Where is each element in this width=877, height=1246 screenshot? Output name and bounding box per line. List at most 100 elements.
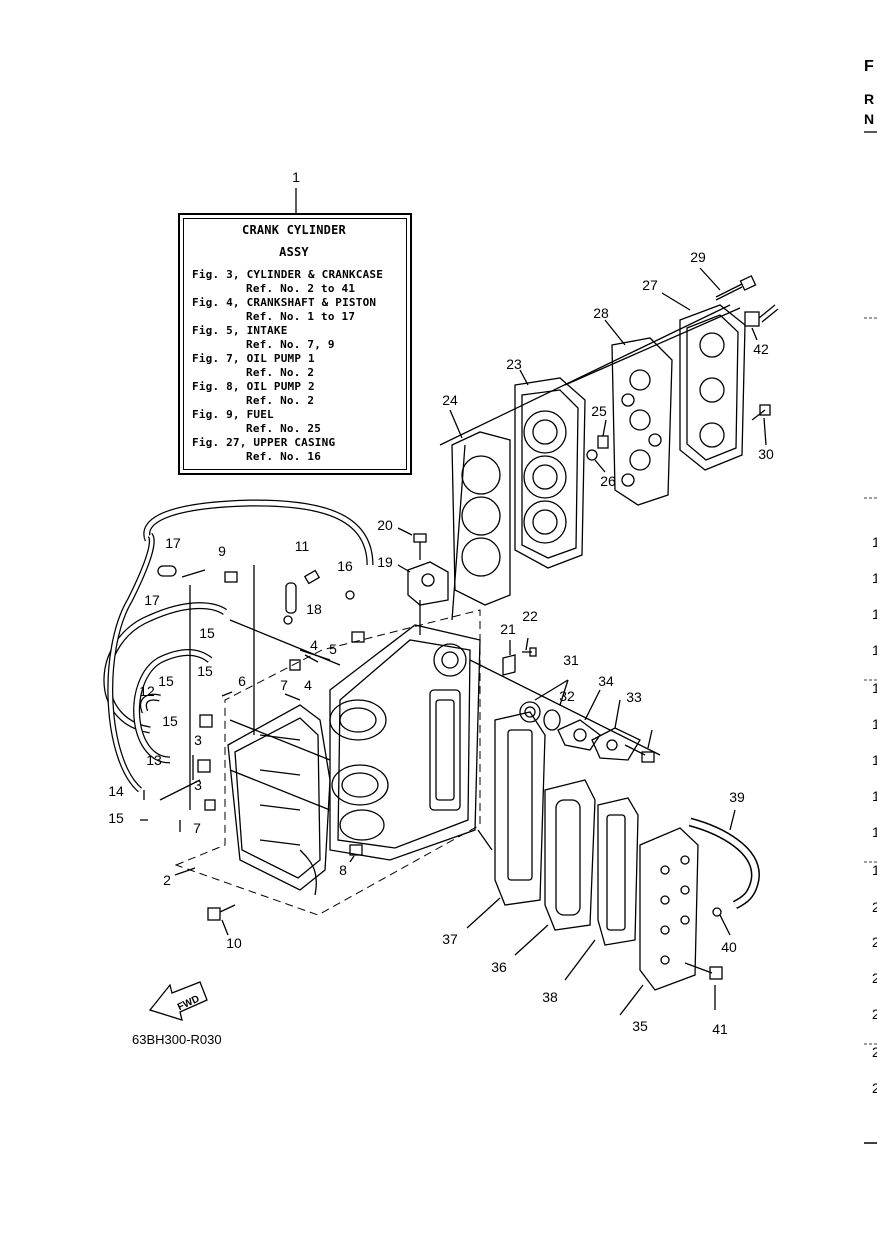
bolt-29: [751, 404, 771, 421]
bolt-41: [684, 962, 723, 980]
callout-number: 33: [626, 689, 642, 705]
thermostat-30: [519, 701, 541, 723]
edge-digit: 1: [872, 862, 877, 878]
gasket-38: [597, 797, 639, 946]
fitting-5: [351, 631, 365, 643]
clip-15: [345, 590, 355, 600]
pin-6: [221, 691, 233, 697]
callout-number: 29: [690, 249, 706, 265]
callout-number: 8: [339, 862, 347, 878]
callout-number: 5: [329, 641, 337, 657]
edge-digit: 2: [872, 1080, 877, 1096]
callout-number: 27: [642, 277, 658, 293]
edge-digit: 2: [872, 1006, 877, 1022]
assembly-info-box: CRANK CYLINDER ASSY Fig. 3, CYLINDER & C…: [178, 213, 412, 475]
callout-number: 3: [194, 777, 202, 793]
assembly-info-box-inner: [183, 218, 407, 470]
callout-number: 16: [337, 558, 353, 574]
callout-number: 9: [218, 543, 226, 559]
callout-number: 17: [144, 592, 160, 608]
callout-number: 21: [500, 621, 516, 637]
fwd-arrow: [148, 981, 208, 1021]
pin-4b: [284, 693, 301, 701]
plate-36: [544, 779, 596, 931]
edge-digit: 1: [872, 606, 877, 622]
edge-letter: F: [864, 58, 874, 75]
callout-number: 18: [306, 601, 322, 617]
edge-letter: N: [864, 111, 875, 127]
info-entry-ref: Ref. No. 25: [246, 422, 322, 435]
washer-25: [586, 449, 598, 461]
fitting-3a: [199, 714, 213, 728]
callout-number: 15: [197, 663, 213, 679]
info-entry-ref: Ref. No. 7, 9: [246, 338, 335, 351]
callout-number: 17: [165, 535, 181, 551]
info-entry-fig: Fig. 7, OIL PUMP 1: [192, 352, 315, 365]
callout-number: 19: [377, 554, 393, 570]
callout-number: 32: [559, 688, 575, 704]
callout-number: 36: [491, 959, 507, 975]
edge-digit: 1: [872, 570, 877, 586]
edge-letter: R: [864, 91, 875, 107]
fitting-7a: [289, 659, 301, 671]
callout-number: 30: [758, 446, 774, 462]
callout-number: 20: [377, 517, 393, 533]
edge-digit: 1: [872, 680, 877, 696]
callout-number: 14: [108, 783, 124, 799]
callout-number: 15: [158, 673, 174, 689]
cylinder-head: [514, 377, 586, 569]
callout-number: 38: [542, 989, 558, 1005]
callout-number: 25: [591, 403, 607, 419]
fitting-8: [349, 844, 363, 856]
fitting-9: [224, 571, 238, 583]
callout-number: 7: [193, 820, 201, 836]
info-subtitle: ASSY: [279, 245, 309, 259]
callout-number: 7: [280, 677, 288, 693]
bracket-18: [407, 561, 449, 606]
clip-40: [712, 907, 722, 917]
callout-number: 41: [712, 1021, 728, 1037]
info-entry-ref: Ref. No. 2: [246, 366, 315, 379]
callout-number: 2: [163, 872, 171, 888]
info-entry-fig: Fig. 9, FUEL: [192, 408, 274, 421]
fitting-11: [303, 569, 321, 585]
edge-digit: 1: [872, 824, 877, 840]
info-entry-fig: Fig. 27, UPPER CASING: [192, 436, 336, 449]
cover-35: [639, 827, 699, 991]
info-entry-fig: Fig. 3, CYLINDER & CRANKCASE: [192, 268, 384, 281]
clip-17: [283, 615, 293, 625]
crankcase-body: [227, 624, 481, 896]
screw-21: [522, 647, 537, 657]
head-cover-gasket: [611, 337, 673, 506]
callout-number: 15: [199, 625, 215, 641]
hose-11b: [285, 582, 297, 614]
info-entry-fig: Fig. 4, CRANKSHAFT & PISTON: [192, 296, 377, 309]
fitting-3b: [197, 759, 211, 773]
info-entry-fig: Fig. 5, INTAKE: [192, 324, 288, 337]
callout-number: 26: [600, 473, 616, 489]
gasket-33: [557, 719, 601, 751]
edge-digit: 2: [872, 934, 877, 950]
callout-number: 31: [563, 652, 579, 668]
edge-digit: 2: [872, 970, 877, 986]
info-entry-ref: Ref. No. 16: [246, 450, 322, 463]
callout-number: 13: [146, 752, 162, 768]
callout-number: 15: [162, 713, 178, 729]
callout-number: 6: [238, 673, 246, 689]
bolt-34: [624, 744, 655, 763]
callout-number: 23: [506, 356, 522, 372]
info-entry-ref: Ref. No. 1 to 17: [246, 310, 356, 323]
callout-number: 42: [753, 341, 769, 357]
callout-number: 1: [292, 169, 300, 185]
clip-20: [502, 654, 516, 676]
edge-digit: 2: [872, 899, 877, 915]
callout-number: 15: [108, 810, 124, 826]
callout-number: 4: [304, 677, 312, 693]
info-title: CRANK CYLINDER: [242, 223, 346, 237]
callout-number: 35: [632, 1018, 648, 1034]
plug-24: [597, 435, 609, 449]
callout-number: 34: [598, 673, 614, 689]
callout-number: 28: [593, 305, 609, 321]
